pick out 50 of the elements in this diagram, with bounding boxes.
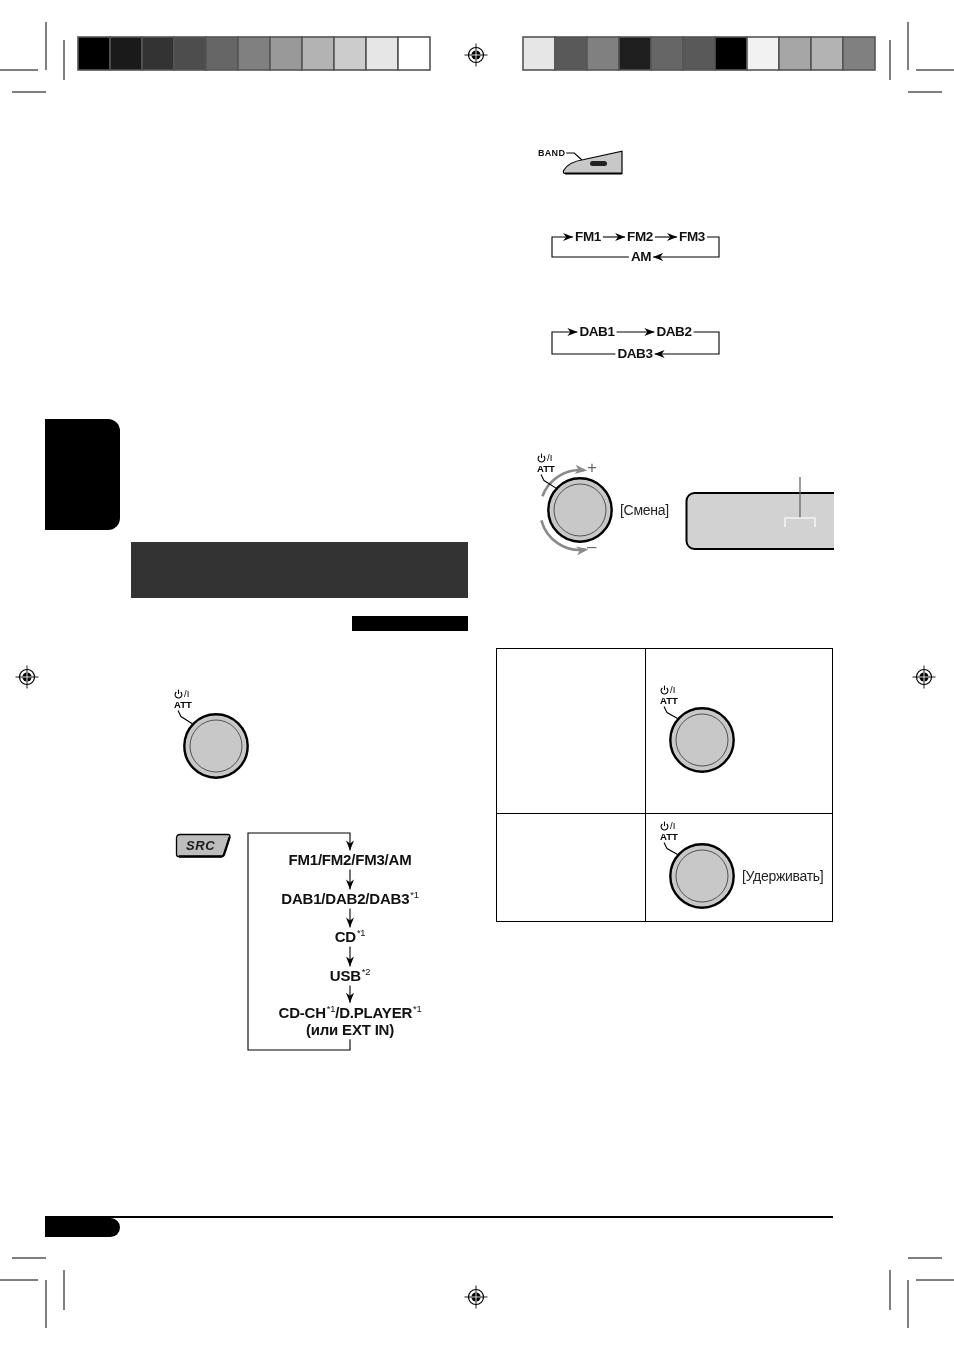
arrow — [346, 908, 354, 928]
band-name: DAB2 — [656, 324, 692, 340]
leader-line — [540, 473, 557, 489]
button-label: BAND — [538, 147, 566, 159]
band-name: AM — [630, 249, 652, 265]
button-label: /I — [547, 452, 553, 463]
band-name: FM3 — [679, 229, 705, 245]
button-label: /I — [670, 820, 676, 831]
heading-bar — [131, 542, 468, 598]
band-name: FM2 — [627, 229, 653, 245]
arrow — [602, 233, 626, 241]
arrow — [654, 233, 678, 241]
arrow — [652, 236, 720, 261]
button-label: ATT — [660, 695, 678, 706]
leader-line — [663, 705, 679, 720]
source-name: USB$^{*2}$ — [329, 967, 371, 985]
band-name: DAB1 — [579, 324, 615, 340]
hold-note: [Смена] — [620, 501, 669, 519]
source-name: CD-CH$^{*1}$/D.PLAYER$^{*1}$ (или EXT IN) — [267, 1003, 433, 1039]
hold-note: [Удерживать] — [742, 867, 824, 885]
arrow — [616, 328, 655, 336]
leader-line — [565, 152, 583, 161]
arrow — [551, 233, 630, 258]
src-button: SRC — [175, 833, 231, 858]
button-label: ATT — [660, 831, 678, 842]
source-name: DAB1/DAB2/DAB3$^{*1}$ — [281, 890, 419, 908]
band-name: FM1 — [575, 229, 601, 245]
control-knob — [669, 843, 735, 909]
section-tab — [45, 419, 120, 530]
control-knob — [547, 477, 613, 543]
leader-line — [663, 841, 679, 856]
sign-label: – — [587, 538, 597, 555]
arrow — [346, 946, 354, 967]
source-name: FM1/FM2/FM3/AM — [288, 851, 412, 869]
leader-line — [177, 709, 193, 725]
label-bar — [352, 616, 468, 631]
button-label: ATT — [537, 463, 555, 474]
button-label: /I — [670, 684, 676, 695]
control-knob — [183, 713, 249, 779]
sign-label: + — [587, 459, 597, 476]
arrow — [247, 832, 354, 1051]
button-label: /I — [184, 688, 190, 699]
source-name: CD$^{*1}$ — [334, 928, 366, 946]
arrow — [346, 985, 354, 1004]
control-knob — [669, 707, 735, 773]
arrow — [654, 331, 720, 358]
arrow — [551, 328, 616, 355]
arrow — [346, 869, 354, 890]
band-name: DAB3 — [617, 346, 653, 362]
button-label: ATT — [174, 699, 192, 710]
